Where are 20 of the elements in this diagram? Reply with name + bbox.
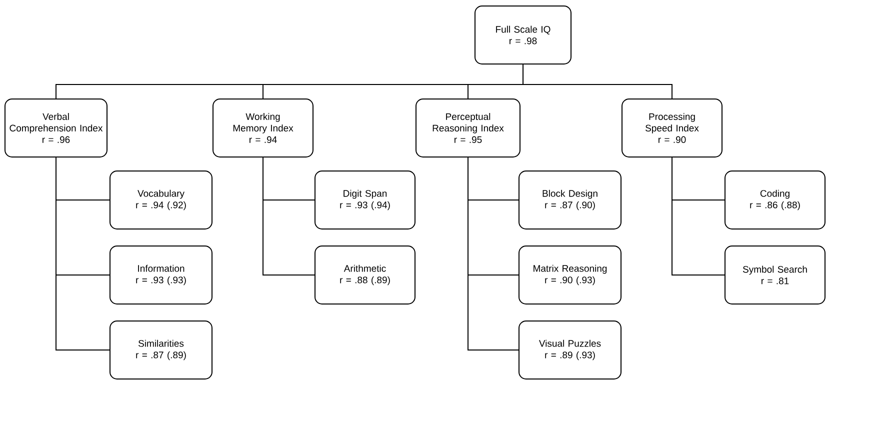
connector-line	[672, 157, 725, 276]
subtest-box: Arithmetic r = .88 (.89)	[314, 246, 416, 304]
subtest-box: Information r = .93 (.93)	[110, 246, 212, 304]
subtest-box: Matrix Reasoning r = .90 (.93)	[518, 246, 622, 304]
index-box: Perceptual Reasoning Index r = .95	[416, 98, 520, 158]
connector-line	[468, 157, 519, 350]
subtest-box: Similarities r = .87 (.89)	[110, 320, 212, 380]
subtest-box: Block Design r = .87 (.90)	[518, 170, 622, 230]
subtest-box: Symbol Search r = .81	[724, 246, 826, 304]
connector-line	[262, 157, 315, 276]
connector-line	[56, 157, 110, 350]
subtest-box: Vocabulary r = .94 (.92)	[110, 170, 212, 230]
index-box: Verbal Comprehension Index r = .96	[4, 98, 108, 158]
subtest-box: Coding r = .86 (.88)	[724, 170, 826, 230]
top-box: Full Scale IQ r = .98	[474, 6, 572, 64]
subtest-box: Digit Span r = .93 (.94)	[314, 170, 416, 230]
index-box: Working Memory Index r = .94	[212, 98, 314, 158]
connector-line	[522, 64, 672, 99]
subtest-box: Visual Puzzles r = .89 (.93)	[518, 320, 622, 380]
index-box: Processing Speed Index r = .90	[622, 98, 722, 158]
